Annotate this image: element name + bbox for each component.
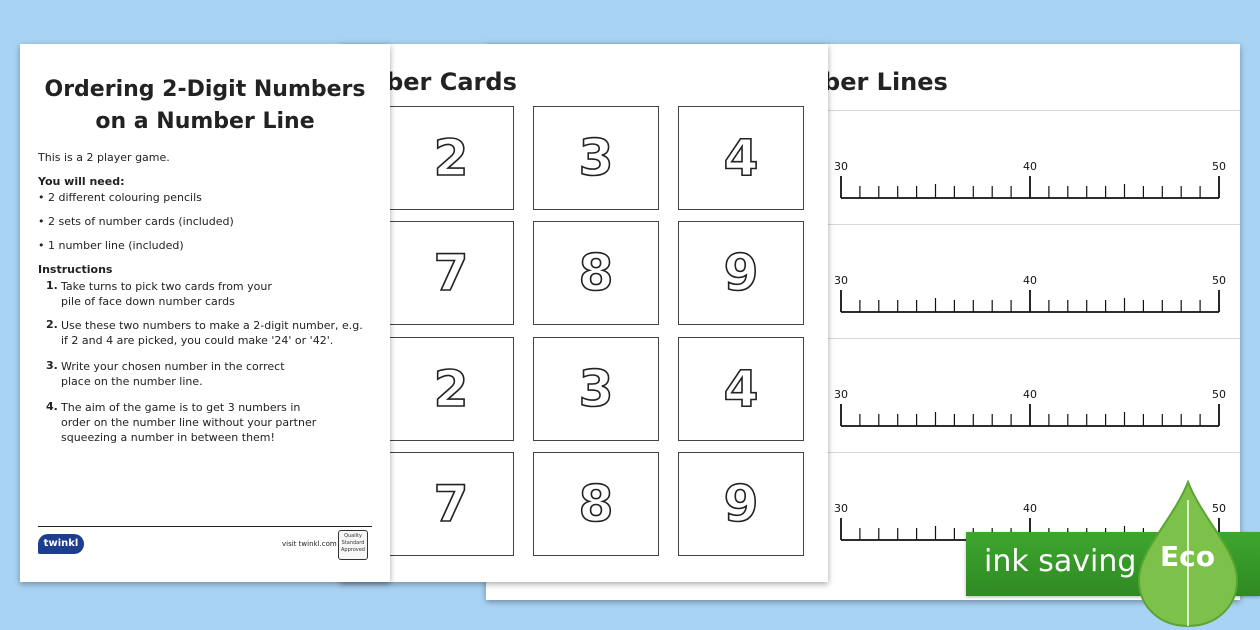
eco-label: Eco <box>1160 540 1215 573</box>
step-line: Write your chosen number in the correct <box>61 360 285 373</box>
twinkl-logo[interactable]: twinkl <box>38 534 84 554</box>
step-line: Take turns to pick two cards from your <box>61 280 272 293</box>
step-line: place on the number line. <box>61 375 203 388</box>
card-digit: 4 <box>723 359 759 419</box>
tick-label: 50 <box>1212 388 1226 401</box>
page-title: Ordering 2-Digit Numbers on a Number Lin… <box>20 74 390 138</box>
tick-label: 40 <box>1023 502 1037 515</box>
number-card: 9 <box>678 452 804 556</box>
row-divider <box>486 452 1240 453</box>
number-card: 2 <box>388 106 514 210</box>
step-text: Write your chosen number in the correct … <box>61 359 285 389</box>
card-digit: 7 <box>433 243 469 303</box>
step-number: 2. <box>46 318 58 331</box>
footer-link[interactable]: visit twinkl.com <box>282 540 337 548</box>
card-digit: 9 <box>723 243 759 303</box>
need-item: • 2 sets of number cards (included) <box>38 215 234 228</box>
tick-label: 30 <box>834 160 848 173</box>
intro-text: This is a 2 player game. <box>38 151 170 164</box>
tick-label: 30 <box>834 274 848 287</box>
step-line: Use these two numbers to make a 2-digit … <box>61 319 363 332</box>
instructions-sheet: Ordering 2-Digit Numbers on a Number Lin… <box>20 44 390 582</box>
number-card: 9 <box>678 221 804 325</box>
number-card: 3 <box>533 106 659 210</box>
step-line: if 2 and 4 are picked, you could make '2… <box>61 334 334 347</box>
step-line: order on the number line without your pa… <box>61 416 317 429</box>
footer-divider <box>38 526 372 527</box>
number-line <box>840 404 1220 427</box>
number-card: 2 <box>388 337 514 441</box>
number-card: 8 <box>533 221 659 325</box>
step-line: squeezing a number in between them! <box>61 431 275 444</box>
card-digit: 7 <box>433 474 469 534</box>
step-text: Use these two numbers to make a 2-digit … <box>61 318 363 348</box>
number-card: 7 <box>388 452 514 556</box>
tick-label: 40 <box>1023 160 1037 173</box>
tick-label: 40 <box>1023 388 1037 401</box>
number-line-row: 30 40 50 <box>486 338 1240 452</box>
eco-leaf-drop-icon <box>1137 480 1239 628</box>
step-number: 4. <box>46 400 58 413</box>
step-number: 1. <box>46 279 58 292</box>
card-digit: 8 <box>578 243 614 303</box>
number-line-row: 30 40 50 <box>486 110 1240 224</box>
you-will-need-heading: You will need: <box>38 175 125 188</box>
number-line <box>840 176 1220 199</box>
row-divider <box>486 224 1240 225</box>
row-divider <box>486 110 1240 111</box>
need-item: • 2 different colouring pencils <box>38 191 202 204</box>
card-digit: 2 <box>433 359 469 419</box>
step-text: The aim of the game is to get 3 numbers … <box>61 400 316 445</box>
title-line-1: Ordering 2-Digit Numbers <box>44 77 366 102</box>
number-card: 8 <box>533 452 659 556</box>
ink-saving-text: ink saving <box>984 544 1137 579</box>
number-card: 3 <box>533 337 659 441</box>
row-divider <box>486 338 1240 339</box>
number-card: 4 <box>678 337 804 441</box>
card-digit: 2 <box>433 128 469 188</box>
instructions-heading: Instructions <box>38 263 113 276</box>
number-card: 7 <box>388 221 514 325</box>
step-line: The aim of the game is to get 3 numbers … <box>61 401 301 414</box>
card-digit: 3 <box>578 128 614 188</box>
card-digit: 3 <box>578 359 614 419</box>
step-number: 3. <box>46 359 58 372</box>
step-text: Take turns to pick two cards from your p… <box>61 279 272 309</box>
tick-label: 50 <box>1212 160 1226 173</box>
tick-label: 50 <box>1212 274 1226 287</box>
tick-label: 30 <box>834 388 848 401</box>
card-digit: 4 <box>723 128 759 188</box>
number-card: 4 <box>678 106 804 210</box>
quality-standard-badge: Quality Standard Approved <box>338 530 368 560</box>
card-digit: 8 <box>578 474 614 534</box>
step-line: pile of face down number cards <box>61 295 235 308</box>
tick-label: 40 <box>1023 274 1037 287</box>
tick-label: 50 <box>1212 502 1226 515</box>
card-digit: 9 <box>723 474 759 534</box>
number-line-row: 30 40 50 <box>486 224 1240 338</box>
tick-label: 30 <box>834 502 848 515</box>
title-line-2: on a Number Line <box>95 109 315 134</box>
number-line <box>840 290 1220 313</box>
need-item: • 1 number line (included) <box>38 239 184 252</box>
